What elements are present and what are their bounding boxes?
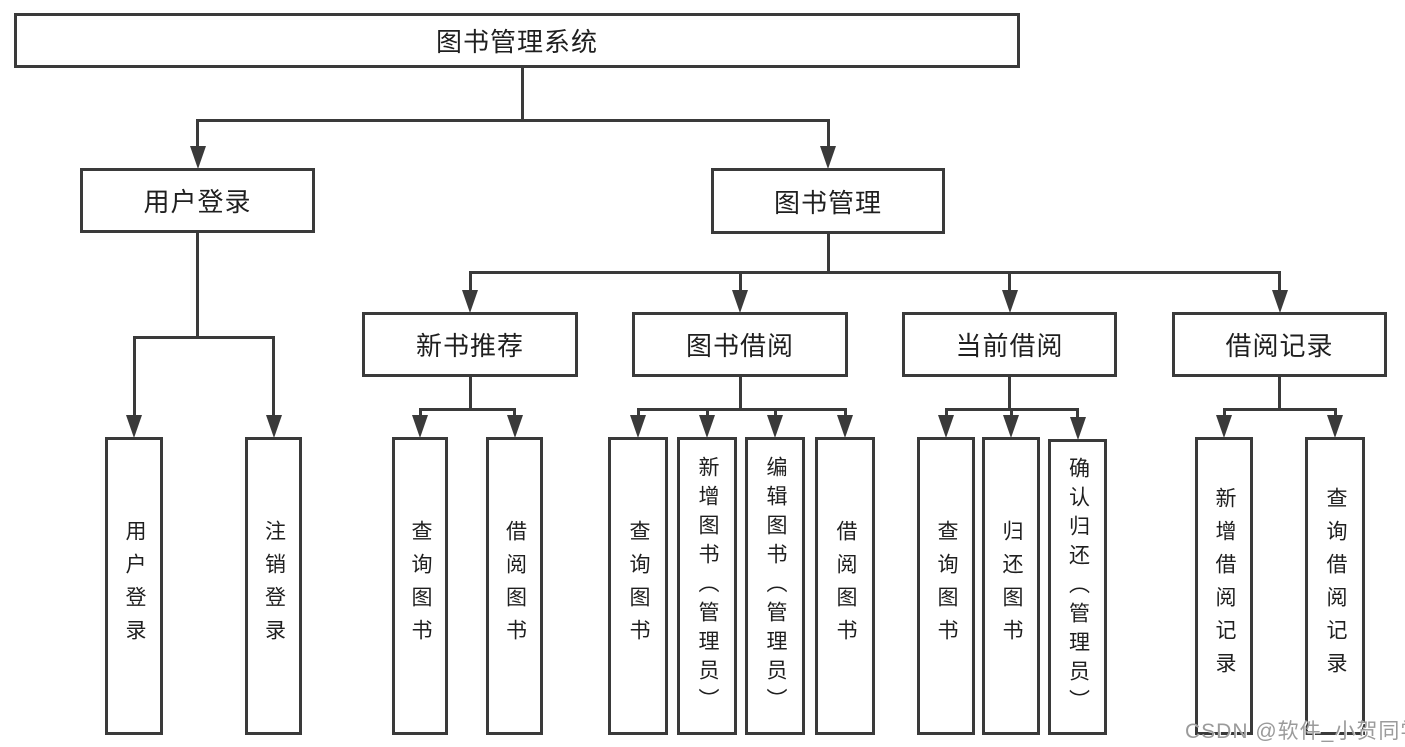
node-bb-borrow: 借阅图书 (815, 437, 875, 735)
connector-line (520, 68, 524, 122)
connector-line (418, 408, 422, 416)
node-label: 用户登录 (123, 520, 146, 652)
connector-line (196, 233, 199, 339)
node-nbr-query: 查询图书 (392, 437, 448, 735)
node-label: 图书管理系统 (435, 27, 598, 57)
node-cb-confirm: 确认归还（管理员） (1048, 439, 1107, 735)
watermark: CSDN @软件_小贺同学 (1185, 720, 1405, 743)
node-label: 注销登录 (262, 520, 286, 652)
arrowhead-icon (630, 415, 646, 438)
node-root: 图书管理系统 (14, 13, 1020, 68)
connector-line (826, 119, 830, 147)
connector-line (132, 336, 275, 339)
node-cb-query: 查询图书 (917, 437, 975, 735)
connector-line (1008, 377, 1011, 411)
node-label: 图书借阅 (685, 331, 794, 361)
node-label: 新增借阅记录 (1213, 487, 1236, 685)
connector-line (1278, 271, 1281, 291)
arrowhead-icon (1327, 415, 1343, 438)
node-label: 编辑图书（管理员） (764, 455, 787, 717)
connector-line (196, 119, 830, 122)
connector-line (468, 377, 472, 411)
connector-line (636, 408, 640, 416)
arrowhead-icon (1003, 415, 1019, 438)
connector-line (843, 408, 847, 416)
connector-line (826, 234, 830, 274)
node-label: 确认归还（管理员） (1066, 456, 1090, 718)
connector-line (1008, 271, 1011, 291)
connector-line (468, 271, 1281, 274)
node-cb-return: 归还图书 (982, 437, 1040, 735)
node-label: 借阅图书 (503, 520, 527, 652)
connector-line (773, 408, 777, 416)
arrowhead-icon (189, 146, 206, 169)
arrowhead-icon (837, 415, 853, 438)
node-label: 当前借阅 (955, 331, 1064, 361)
node-label: 归还图书 (1000, 520, 1023, 652)
arrowhead-icon (732, 290, 748, 313)
node-book-borrow: 图书借阅 (632, 312, 848, 377)
node-login: 用户登录 (105, 437, 163, 735)
arrowhead-icon (1271, 290, 1288, 313)
arrowhead-icon (938, 415, 954, 438)
arrowhead-icon (126, 415, 142, 438)
arrowhead-icon (1216, 415, 1232, 438)
node-bb-query: 查询图书 (608, 437, 668, 735)
node-label: 查询借阅记录 (1324, 487, 1347, 685)
connector-line (132, 336, 136, 416)
node-br-query: 查询借阅记录 (1305, 437, 1365, 735)
node-user-login: 用户登录 (80, 168, 315, 233)
arrowhead-icon (265, 415, 282, 438)
node-label: 查询图书 (627, 520, 650, 652)
arrowhead-icon (1069, 417, 1086, 440)
connector-line (272, 336, 275, 416)
arrowhead-icon (506, 415, 523, 438)
node-label: 借阅记录 (1225, 331, 1334, 361)
connector-line (1333, 408, 1337, 416)
connector-line (1222, 408, 1337, 411)
node-book-mgmt: 图书管理 (711, 168, 945, 234)
node-label: 新增图书（管理员） (696, 455, 719, 717)
node-bb-add: 新增图书（管理员） (677, 437, 737, 735)
connector-line (513, 408, 516, 416)
connector-line (1076, 408, 1079, 418)
connector-line (468, 271, 472, 291)
connector-line (705, 408, 709, 416)
node-label: 用户登录 (143, 187, 252, 217)
connector-line (944, 408, 948, 416)
connector-line (636, 408, 847, 411)
connector-line (738, 377, 742, 411)
node-label: 借阅图书 (834, 520, 857, 652)
node-current-borrow: 当前借阅 (902, 312, 1117, 377)
connector-line (1009, 408, 1013, 416)
node-label: 查询图书 (409, 520, 432, 652)
node-bb-edit: 编辑图书（管理员） (745, 437, 805, 735)
node-nbr-borrow: 借阅图书 (486, 437, 543, 735)
arrowhead-icon (1001, 290, 1018, 313)
connector-line (1222, 408, 1226, 416)
node-label: 图书管理 (773, 187, 882, 218)
node-borrow-records: 借阅记录 (1172, 312, 1387, 377)
node-logout: 注销登录 (245, 437, 302, 735)
node-label: 查询图书 (935, 520, 958, 652)
arrowhead-icon (462, 290, 478, 313)
arrowhead-icon (767, 415, 783, 438)
arrowhead-icon (412, 415, 428, 438)
node-label: 新书推荐 (415, 331, 524, 361)
connector-line (196, 119, 199, 147)
connector-line (738, 271, 742, 291)
node-new-book-rec: 新书推荐 (362, 312, 578, 377)
connector-line (418, 408, 516, 411)
connector-line (1278, 377, 1281, 411)
arrowhead-icon (699, 415, 715, 438)
arrowhead-icon (820, 146, 836, 169)
node-br-add: 新增借阅记录 (1195, 437, 1253, 735)
